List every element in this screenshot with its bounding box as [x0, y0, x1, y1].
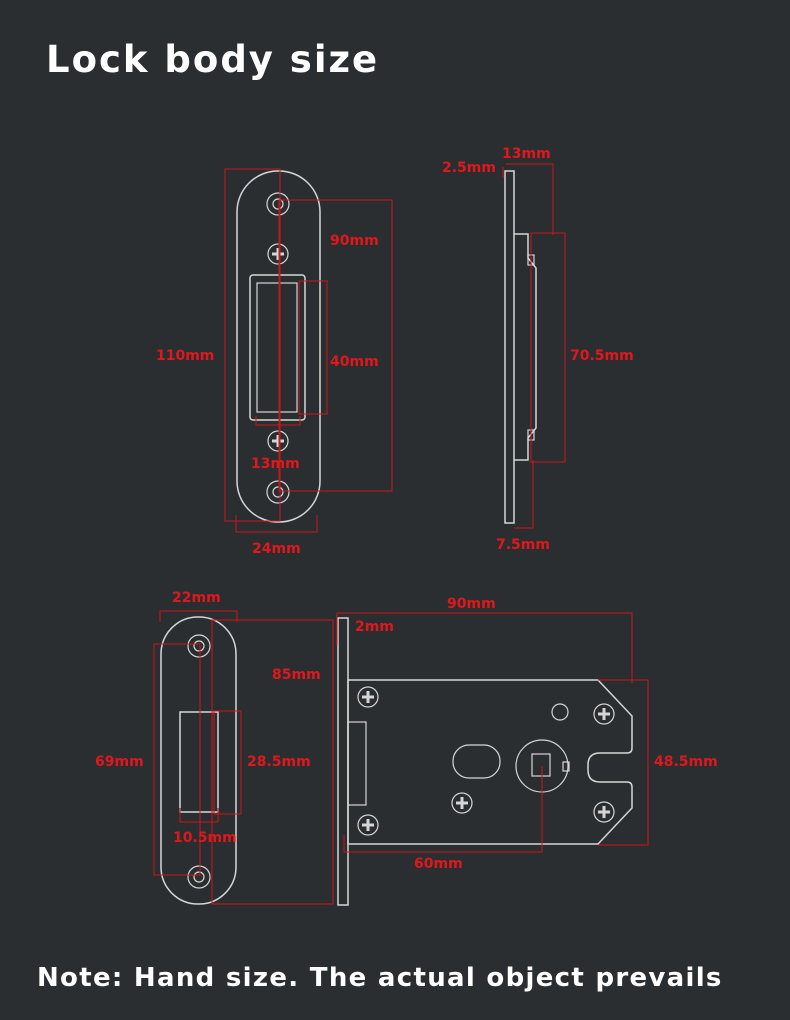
dim-label-7-5mm: 7.5mm	[496, 537, 550, 553]
dim-label-24mm: 24mm	[252, 541, 301, 557]
strike-bottom-hole	[266, 480, 290, 504]
faceplate-outline	[160, 616, 237, 905]
case-screw-icon	[451, 792, 473, 814]
dim-line-7-5	[514, 460, 534, 529]
dim-line-48-5	[598, 679, 649, 846]
dim-label-90mm: 90mm	[330, 233, 379, 249]
strike-cutout-outer	[249, 274, 306, 421]
strike-top-screw-icon	[267, 243, 289, 265]
lock-case-outline	[347, 679, 633, 845]
dim-label-13mm: 13mm	[251, 456, 300, 472]
dim-label-69mm: 69mm	[95, 754, 144, 770]
case-screw-icon	[593, 801, 615, 823]
dim-line-90	[278, 199, 393, 492]
dim-line-70-5	[530, 232, 566, 463]
strike-cutout-inner	[256, 282, 298, 413]
lever-slot	[452, 744, 501, 779]
dim-label-13mm-depth: 13mm	[502, 146, 551, 162]
strike-side-view: 13mm 2.5mm 70.5mm 7.5mm	[442, 146, 634, 553]
spindle-square	[531, 753, 551, 777]
case-screw-icon	[357, 686, 379, 708]
strike-bottom-screw-icon	[267, 430, 289, 452]
dim-line-60	[343, 766, 543, 853]
dim-line-13	[255, 416, 301, 426]
dim-label-2-5mm: 2.5mm	[442, 160, 496, 176]
faceplate-top-hole	[187, 634, 211, 658]
dim-label-28-5mm: 28.5mm	[247, 754, 311, 770]
dim-label-48-5mm: 48.5mm	[654, 754, 718, 770]
strike-plate-outline	[236, 170, 321, 523]
dim-line-40	[298, 280, 328, 415]
case-pin-hole	[551, 703, 569, 721]
latch-opening	[179, 711, 219, 813]
dim-line-22	[159, 610, 238, 622]
dim-line-110	[224, 168, 281, 522]
dim-line-24	[235, 515, 318, 533]
lock-faceplate: 22mm 69mm 28.5mm 10.5mm	[95, 590, 311, 905]
page-title: Lock body size	[46, 38, 380, 81]
faceplate-bottom-hole	[187, 865, 211, 889]
dim-label-10-5mm: 10.5mm	[173, 830, 237, 846]
dim-line-90mm-length	[336, 612, 633, 683]
dim-label-70-5mm: 70.5mm	[570, 348, 634, 364]
strike-plate-front: 110mm 90mm 40mm 13mm 24mm	[156, 168, 393, 557]
case-screw-icon	[593, 703, 615, 725]
dim-label-85mm: 85mm	[272, 667, 321, 683]
dim-line-13mm-depth	[506, 163, 554, 235]
latch-bolt	[347, 721, 367, 806]
lock-front-plate	[337, 617, 349, 906]
dim-label-90mm-length: 90mm	[447, 596, 496, 612]
dim-line-85	[211, 619, 334, 905]
dim-label-2mm: 2mm	[355, 619, 394, 635]
disclaimer-note: Note: Hand size. The actual object preva…	[37, 963, 723, 993]
lock-body-case: 90mm 2mm 85mm 48.5mm 60mm	[211, 596, 718, 906]
dim-label-40mm: 40mm	[330, 354, 379, 370]
dim-label-22mm: 22mm	[172, 590, 221, 606]
dim-line-69	[153, 643, 201, 876]
dim-label-110mm: 110mm	[156, 348, 214, 364]
case-screw-icon	[357, 814, 379, 836]
dim-label-60mm: 60mm	[414, 856, 463, 872]
dim-line-28-5	[213, 710, 242, 815]
side-plate-outline	[504, 170, 515, 524]
side-box-outline	[514, 233, 537, 461]
dim-line-10-5	[179, 808, 219, 823]
strike-top-hole	[266, 192, 290, 216]
